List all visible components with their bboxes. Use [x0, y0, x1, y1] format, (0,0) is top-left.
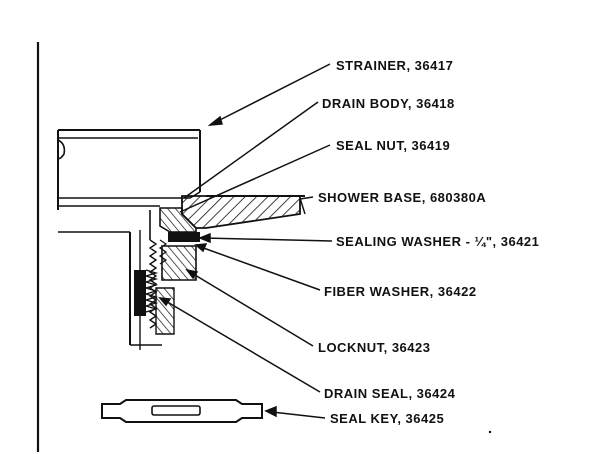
strainer-part: [57, 129, 201, 210]
locknut-part: [155, 287, 175, 335]
label-seal-key: SEAL KEY, 36425: [330, 411, 444, 426]
threads-part: [148, 239, 168, 329]
seal-key-tool: [101, 399, 263, 423]
label-drain-body: DRAIN BODY, 36418: [322, 96, 455, 111]
label-drain-seal: DRAIN SEAL, 36424: [324, 386, 456, 401]
label-fiber-washer: FIBER WASHER, 36422: [324, 284, 477, 299]
label-strainer: STRAINER, 36417: [336, 58, 453, 73]
label-shower-base: SHOWER BASE, 680380A: [318, 190, 486, 205]
stray-dot: [488, 430, 492, 434]
drain-body-part: [58, 191, 201, 350]
leader-lines: [158, 63, 333, 419]
label-sealing-washer: SEALING WASHER - ¼", 36421: [336, 234, 539, 249]
sealing-washer-part: [168, 232, 200, 242]
drain-seal-part: [134, 269, 159, 316]
label-seal-nut: SEAL NUT, 36419: [336, 138, 450, 153]
label-locknut: LOCKNUT, 36423: [318, 340, 430, 355]
shower-base-part: [181, 195, 306, 229]
